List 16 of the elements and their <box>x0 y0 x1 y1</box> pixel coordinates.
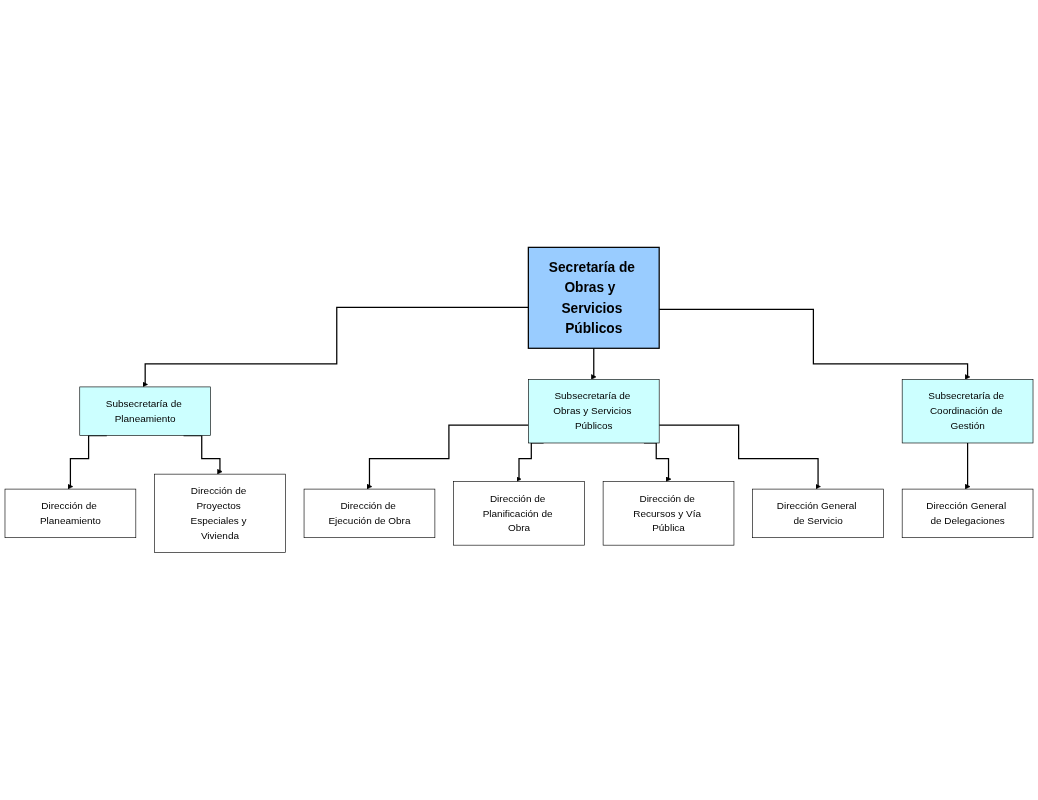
node-box: Secretaría de Obras y Servicios Públicos <box>527 246 660 349</box>
arrow <box>142 306 529 388</box>
arrow <box>366 424 529 490</box>
node-box: Subsecretaría de Obras y Servicios Públicos <box>528 379 660 444</box>
node-box: Subsecretaría de Planeamiento <box>79 386 211 436</box>
node-box: Dirección de Ejecución de Obra <box>303 488 436 538</box>
arrow <box>591 347 597 380</box>
node-box: Dirección General de Delegaciones <box>901 488 1034 538</box>
node-box: Dirección de Planeamiento <box>4 488 137 538</box>
node-box: Dirección de Planificación de Obra <box>453 481 585 546</box>
arrow <box>658 424 821 490</box>
node-box: Dirección General de Servicio <box>752 488 884 538</box>
node-box: Subsecretaría de Coordinación de Gestión <box>901 379 1034 444</box>
node-box: Dirección de Proyectos Especiales y Vivienda <box>154 473 286 553</box>
node-box: Dirección de Recursos y Vía Pública <box>602 481 735 546</box>
arrow <box>964 442 971 490</box>
